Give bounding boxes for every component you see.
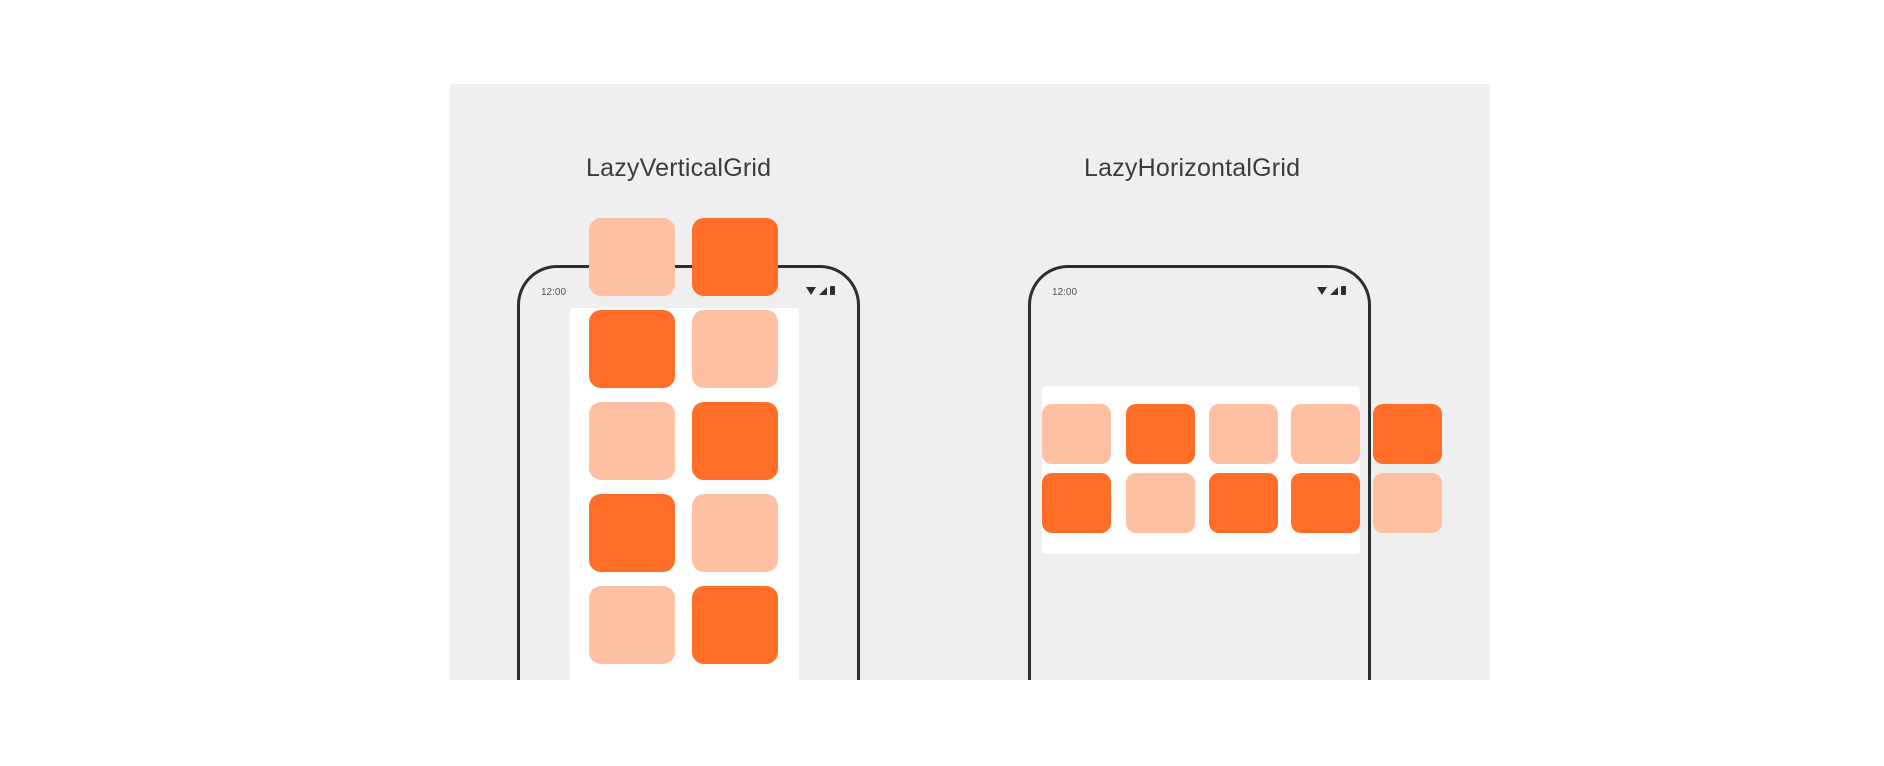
signal-icon <box>819 287 827 295</box>
phone-frame-right: 12:00 <box>1028 265 1371 680</box>
battery-icon <box>830 286 835 295</box>
diagram-panel: LazyVerticalGrid LazyHorizontalGrid 12:0… <box>450 84 1490 680</box>
grid-item <box>1042 404 1111 464</box>
grid-item <box>589 310 675 388</box>
grid-item <box>692 310 778 388</box>
grid-item <box>1291 473 1360 533</box>
signal-icon <box>1330 287 1338 295</box>
status-icons <box>1317 286 1346 295</box>
grid-item <box>1291 404 1360 464</box>
status-time: 12:00 <box>1052 287 1078 298</box>
lazy-vertical-grid-title: LazyVerticalGrid <box>586 154 772 182</box>
status-time: 12:00 <box>541 287 567 298</box>
phone-frame-left: 12:00 <box>517 265 860 680</box>
grid-item <box>1126 473 1195 533</box>
grid-item <box>589 586 675 664</box>
grid-item <box>692 586 778 664</box>
grid-item <box>589 494 675 572</box>
grid-item <box>692 494 778 572</box>
wifi-icon <box>1317 287 1327 295</box>
lazy-horizontal-grid-title: LazyHorizontalGrid <box>1084 154 1301 182</box>
grid-item <box>1042 473 1111 533</box>
battery-icon <box>1341 286 1346 295</box>
grid-item <box>589 402 675 480</box>
wifi-icon <box>806 287 816 295</box>
grid-item <box>1373 404 1442 464</box>
status-icons <box>806 286 835 295</box>
grid-item <box>1373 473 1442 533</box>
grid-item <box>1209 473 1278 533</box>
grid-item <box>1209 404 1278 464</box>
grid-item <box>692 402 778 480</box>
grid-item <box>692 218 778 296</box>
grid-item <box>589 218 675 296</box>
grid-item <box>1126 404 1195 464</box>
